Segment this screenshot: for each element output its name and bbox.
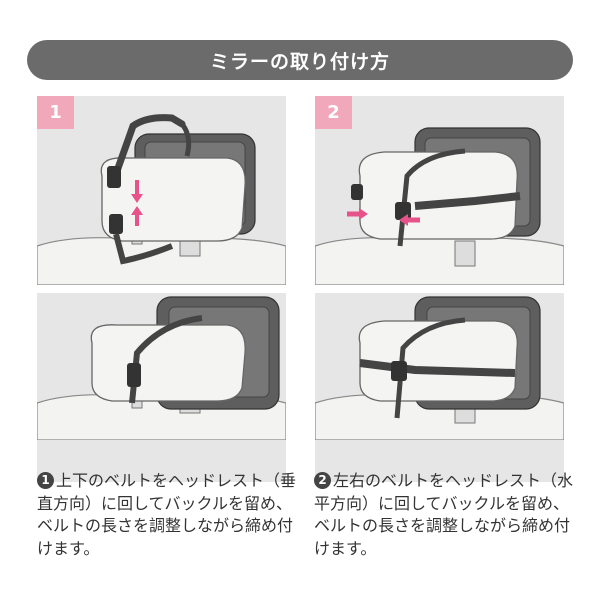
step1-number-badge: 1 — [37, 472, 54, 489]
step2-badge: 2 — [315, 96, 352, 129]
headrest-vertical-strap-fastened-drawing — [37, 296, 286, 440]
step1-illustration-bottom — [37, 293, 286, 482]
step2-illustration-bottom — [315, 293, 564, 482]
headrest-horizontal-strap-fastened-drawing — [315, 296, 564, 440]
title-bar: ミラーの取り付け方 — [27, 40, 573, 80]
step2-illustration-top: 2 — [315, 96, 564, 285]
step2-number-badge: 2 — [314, 472, 331, 489]
headrest-horizontal-strap-drawing — [315, 127, 564, 285]
step1-badge: 1 — [37, 96, 74, 129]
step1-illustration-top: 1 — [37, 96, 286, 285]
step1-text: 上下のベルトをヘッドレスト（垂直方向）に回してバックルを留め、ベルトの長さを調整… — [37, 471, 297, 558]
page-title: ミラーの取り付け方 — [209, 50, 390, 73]
step2-text: 左右のベルトをヘッドレスト（水平方向）に回してバックルを留め、ベルトの長さを調整… — [314, 471, 574, 558]
headrest-vertical-strap-drawing — [37, 114, 286, 285]
